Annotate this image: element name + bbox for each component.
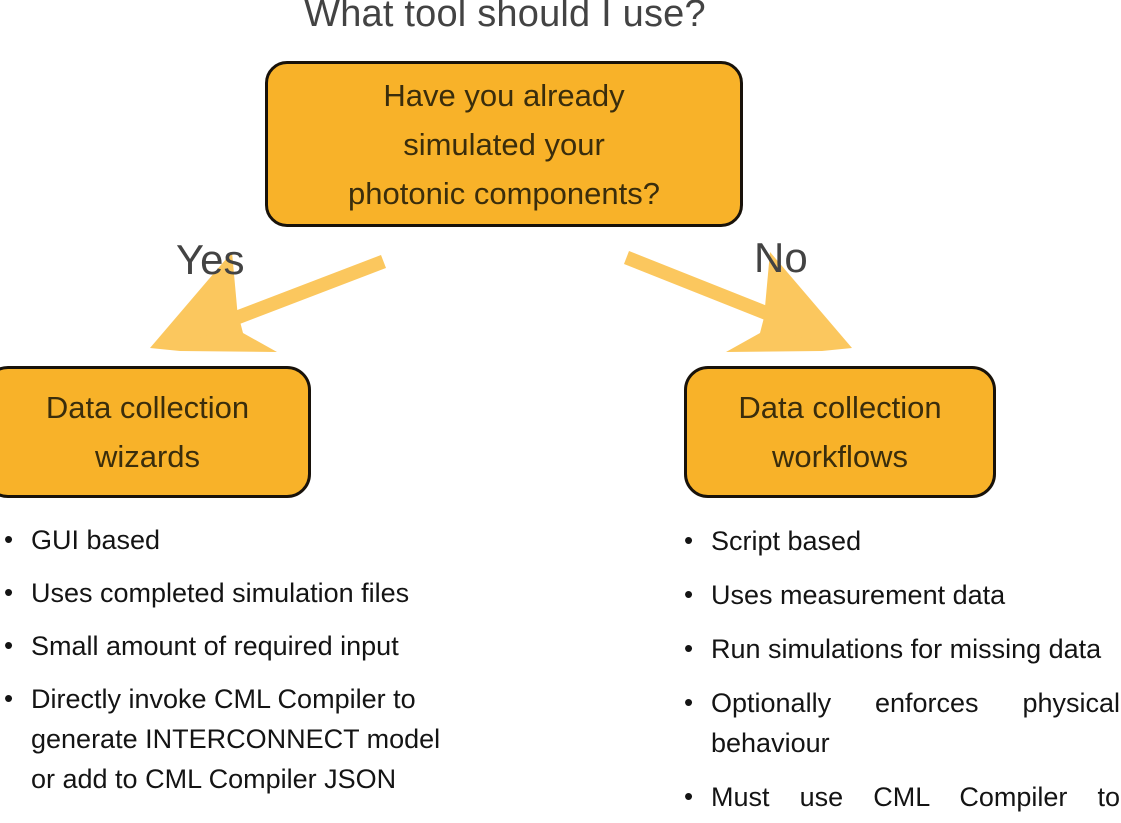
node-data-collection-wizards[interactable]: Data collection wizards <box>0 366 311 498</box>
node-question-line-2: simulated your <box>403 126 605 162</box>
list-item: Small amount of required input <box>2 625 457 666</box>
list-item: Must use CML Compiler to manually compil… <box>682 776 1120 823</box>
node-workflows-line-2: workflows <box>771 439 909 474</box>
page-title: What tool should I use? <box>304 0 706 35</box>
node-workflows-line-1: Data collection <box>738 390 942 425</box>
node-question[interactable]: Have you already simulated your photonic… <box>265 61 743 227</box>
branch-label-yes: Yes <box>176 236 245 283</box>
branch-label-no: No <box>754 234 808 281</box>
list-item: Uses measurement data <box>682 574 1120 615</box>
list-item: Run simulations for missing data <box>682 628 1120 669</box>
node-question-line-3: photonic components? <box>348 175 660 211</box>
node-data-collection-workflows[interactable]: Data collection workflows <box>684 366 996 498</box>
arrow-no <box>624 251 852 352</box>
bullet-list-wizards: GUI based Uses completed simulation file… <box>2 519 457 812</box>
list-item: Script based <box>682 520 1120 561</box>
node-wizards-line-2: wizards <box>94 439 201 474</box>
list-item: Uses completed simulation files <box>2 572 457 613</box>
list-item: Directly invoke CML Compiler to generate… <box>2 678 457 799</box>
list-item: GUI based <box>2 519 457 560</box>
list-item: Optionally enforces physical behaviour <box>682 682 1120 763</box>
node-question-line-1: Have you already <box>383 77 625 113</box>
bullet-list-workflows: Script based Uses measurement data Run s… <box>682 520 1120 823</box>
node-wizards-line-1: Data collection <box>45 390 250 425</box>
